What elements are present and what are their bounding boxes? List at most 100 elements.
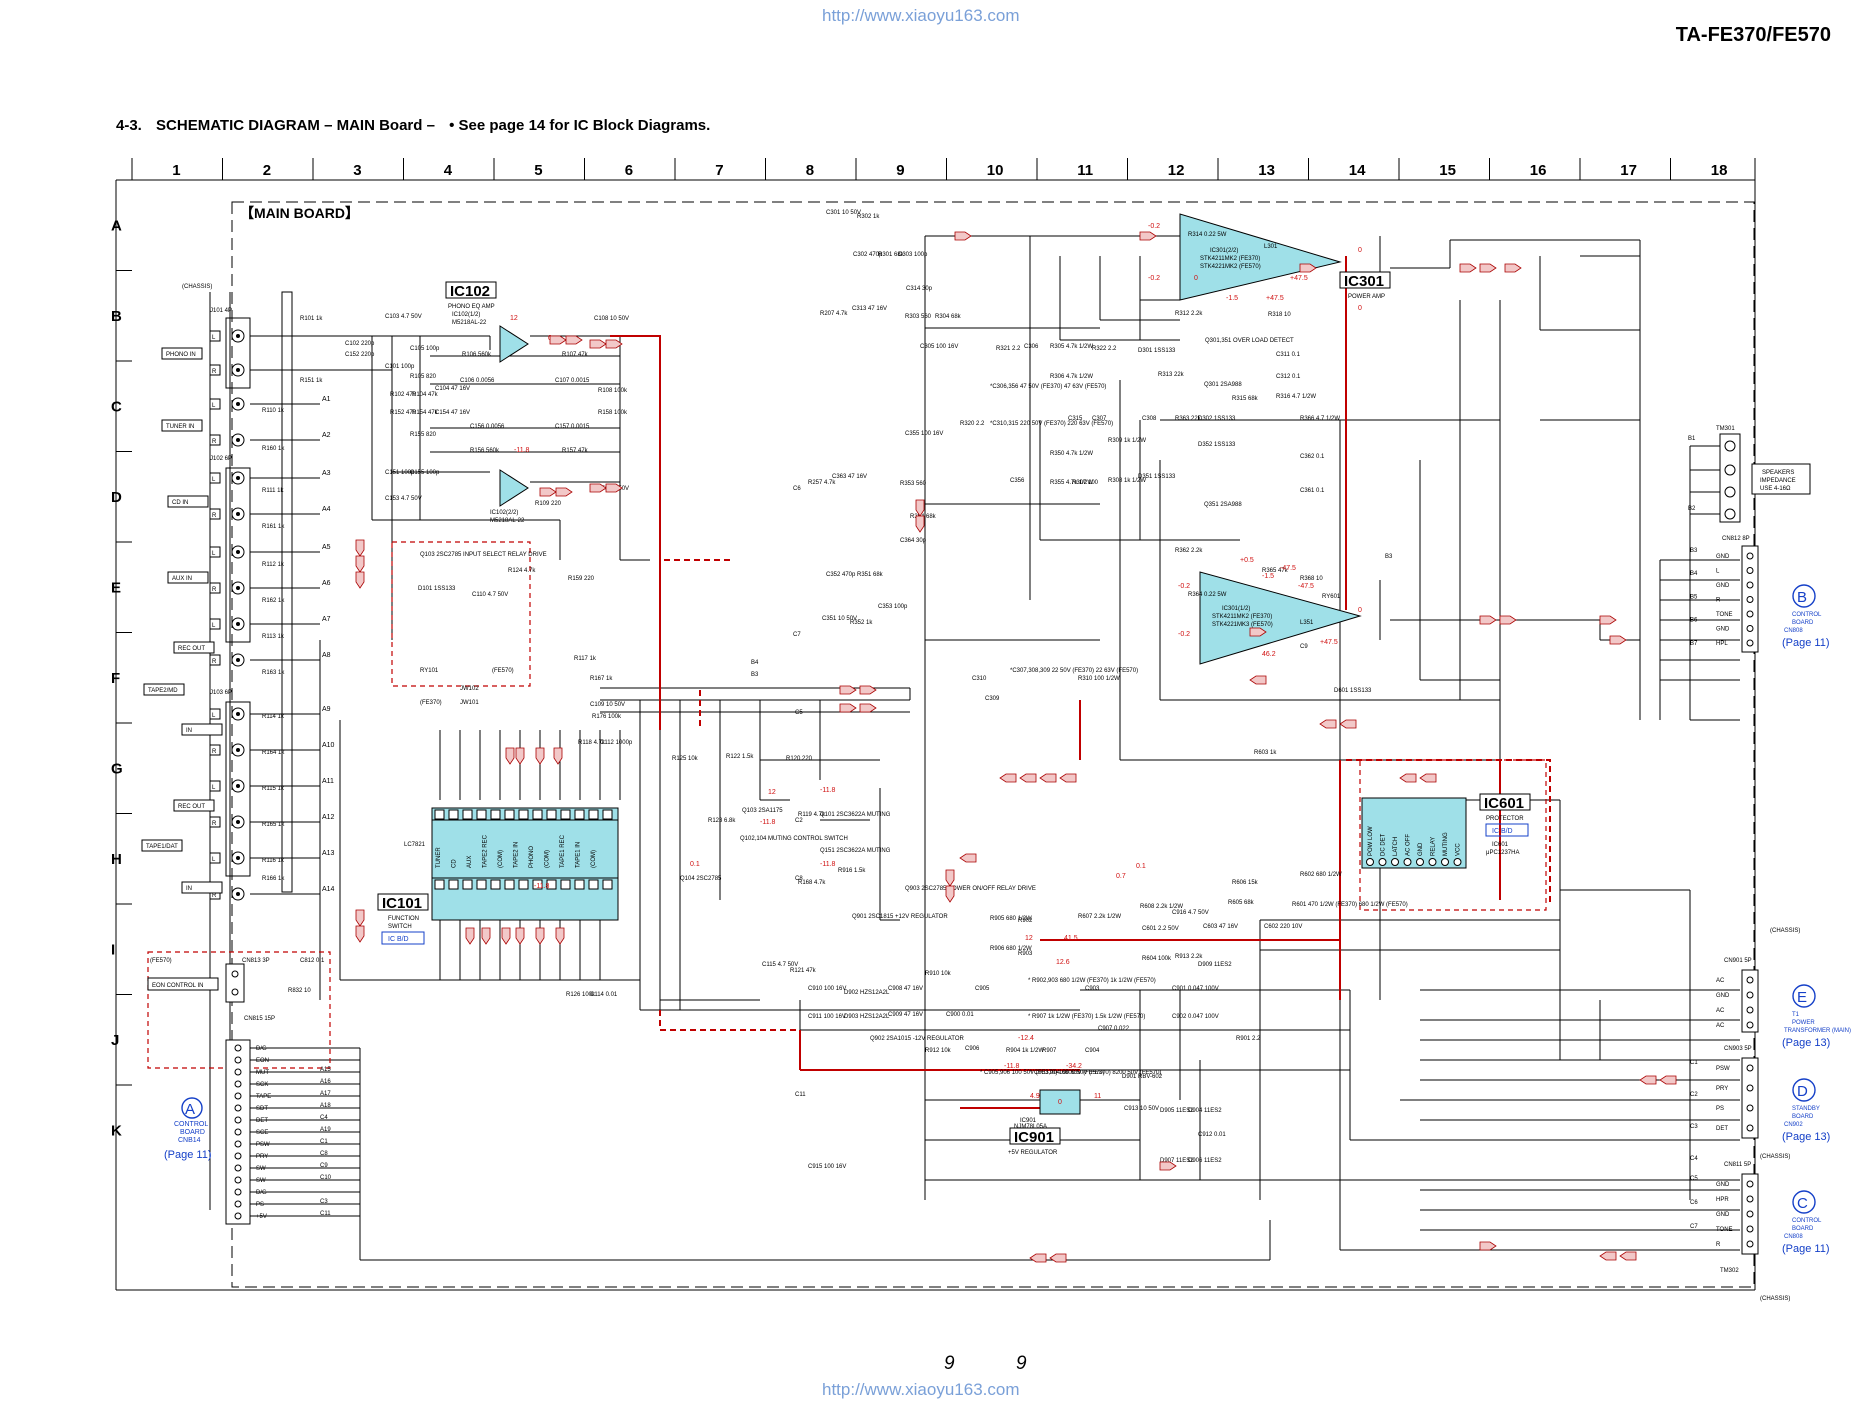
rail-label: A11 [322, 778, 334, 785]
voltage-label: 0 [1194, 275, 1198, 282]
column-label: 12 [1168, 162, 1185, 179]
component-label: C155 100p [410, 470, 440, 476]
signal-arrow [1659, 1075, 1677, 1085]
cn903-net-label: C2 [1690, 1092, 1698, 1098]
jack-label: REC OUT [178, 646, 205, 652]
signal-arrow [1319, 719, 1337, 729]
ic601-pin [1378, 858, 1387, 866]
ic101-pin [490, 879, 501, 890]
cn903-connector: CN903 5P [1724, 1046, 1759, 1139]
ic102-label: IC102 [450, 283, 490, 300]
url-bottom: http://www.xiaoyu163.com [822, 1380, 1020, 1399]
cn811-net-label: C7 [1690, 1224, 1698, 1230]
ic601-pin-label: AC OFF [1406, 834, 1412, 856]
column-label: 15 [1439, 162, 1456, 179]
component-label: R910 10k [925, 971, 952, 977]
ic101-pin [574, 809, 585, 820]
row-label: K [111, 1122, 122, 1139]
signal-arrow-vertical [945, 885, 955, 903]
link-control-board-a[interactable]: A CONTROL BOARD CNB14 (Page 11) [164, 1097, 212, 1161]
voltage-label: +0.5 [1240, 557, 1254, 564]
cn811-pin [1746, 1210, 1754, 1218]
component-label: R902 [1018, 918, 1033, 924]
component-label: R113 1k [262, 634, 285, 640]
ic101-pin [532, 879, 543, 890]
link-l3: TRANSFORMER (MAIN) [1784, 1028, 1851, 1034]
ic101-pin-label: TUNER [436, 847, 442, 868]
component-label: R315 68k [1232, 396, 1259, 402]
jack-label-box [181, 881, 223, 894]
component-label: R123 6.8k [708, 818, 736, 824]
ic101-pin-label: (COM) [498, 850, 504, 868]
component-label: R155 820 [410, 432, 437, 438]
cn812-pin-label: GND [1716, 554, 1730, 560]
jack-lr-box [209, 654, 221, 666]
jack-lr-box [209, 852, 221, 864]
page-number-left: 9 [944, 1353, 955, 1374]
voltage-label: -34.2 [1066, 1063, 1082, 1070]
component-label: R301 68k [878, 252, 905, 258]
component-label: * R907 1k 1/2W (FE370) 1.5k 1/2W (FE570) [1028, 1014, 1145, 1020]
component-label: R257 4.7k [808, 480, 836, 486]
jack-label-box [141, 839, 183, 852]
component-label: *C306,356 47 50V (FE370) 47 63V (FE570) [990, 384, 1106, 390]
cn812-net-label: B6 [1690, 618, 1698, 624]
component-label: D906 11ES2 [1188, 1158, 1222, 1164]
component-label: R154 47k [412, 410, 439, 416]
signal-arrow [1479, 615, 1497, 625]
component-label: C305 100 16V [920, 344, 958, 350]
link-l2: BOARD [1792, 620, 1814, 626]
voltage-label: -11.8 [820, 861, 836, 868]
component-label: C908 47 16V [888, 986, 923, 992]
speaker-terminal: TM301 SPEAKERS IMPEDANCE USE 4-16Ω B1 B2 [1688, 426, 1811, 523]
ic901-desc: +5V REGULATOR [1008, 1150, 1058, 1156]
ic101-block-link[interactable]: IC B/D [388, 936, 409, 943]
signal-arrow-vertical [555, 927, 565, 945]
component-label: R312 2.2k [1175, 311, 1203, 317]
voltage-label: +47.5 [1320, 639, 1338, 646]
jack-lr-label: R [212, 749, 217, 755]
link-a-l3: CNB14 [178, 1137, 201, 1144]
ic101-pin [588, 809, 599, 820]
column-label: 7 [715, 162, 723, 179]
component-label: C312 0.1 [1276, 374, 1301, 380]
component-label: C151 100p [385, 470, 415, 476]
component-label: * R902,903 680 1/2W (FE370) 1k 1/2W (FE5… [1028, 978, 1156, 984]
chassis-label-r1: (CHASSIS) [1770, 928, 1800, 934]
cn812-pin [1746, 552, 1754, 560]
link-circle [1792, 1190, 1816, 1214]
component-label: B3 [751, 672, 759, 678]
link-letter: E [1797, 989, 1807, 1006]
signal-arrow-vertical [355, 925, 365, 943]
rca-jack-pin [236, 622, 240, 626]
column-label: 3 [353, 162, 361, 179]
cn903-pin-label: PRY [1716, 1086, 1728, 1092]
rca-jack-pin [236, 550, 240, 554]
component-label: R165 1k [262, 822, 285, 828]
voltage-label: +47.5 [1266, 295, 1284, 302]
cn812-pin-label: TONE [1716, 612, 1733, 618]
ic601-block-link[interactable]: IC B/D [1492, 828, 1513, 835]
ic101-pin [546, 809, 557, 820]
component-label: * C903,904 6800 50V (FE370) 8200 50V (FE… [1030, 1070, 1161, 1076]
cn813-label: CN813 3P [242, 958, 270, 964]
component-label: C9 [1300, 644, 1308, 650]
signal-arrow-vertical [481, 927, 491, 945]
component-label: R320 2.2 [960, 421, 985, 427]
component-label: C905 [975, 986, 990, 992]
component-label: R207 4.7k [820, 311, 848, 317]
ic101-pin-label: TAPE2 REC [483, 834, 489, 868]
jack-label: REC OUT [178, 804, 205, 810]
signal-arrow [859, 703, 877, 713]
cn815-net-label: C8 [320, 1151, 328, 1157]
jack-lr-label: R [212, 659, 217, 665]
signal-arrow [1599, 615, 1617, 625]
